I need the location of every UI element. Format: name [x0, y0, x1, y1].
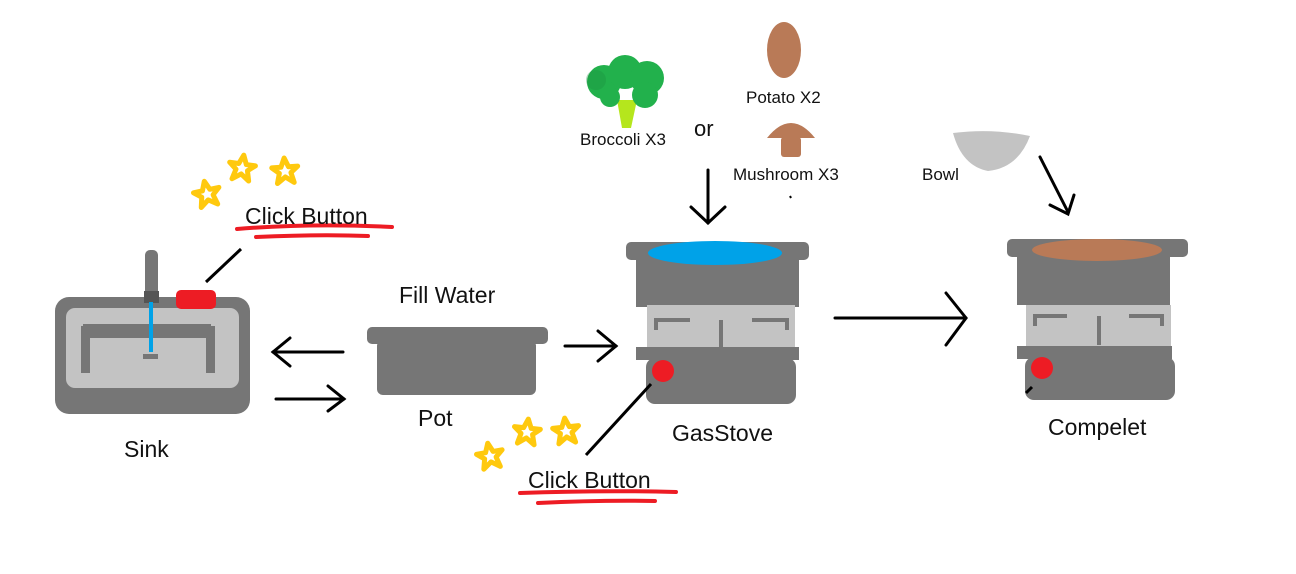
arrow-to-sink — [270, 336, 345, 368]
arrow-ingredients-to-stove — [689, 168, 727, 226]
complete-label: Compelet — [1048, 414, 1147, 440]
gas-stove-icon — [626, 241, 809, 404]
mushroom-icon — [767, 123, 815, 157]
potato-icon — [767, 22, 801, 78]
bowl-label: Bowl — [922, 165, 959, 184]
complete-pot-icon — [1007, 239, 1188, 400]
complete-red-button — [1031, 357, 1053, 379]
sink-label: Sink — [124, 436, 169, 462]
arrow-to-stove — [563, 329, 619, 363]
or-label: or — [694, 116, 714, 141]
star-icon — [475, 417, 580, 470]
sink-red-button[interactable] — [176, 290, 216, 309]
underline — [235, 223, 394, 231]
broccoli-icon — [586, 55, 664, 128]
pot-icon — [367, 327, 548, 395]
arrow-bowl-to-complete — [1038, 155, 1076, 217]
stove-red-button[interactable] — [652, 360, 674, 382]
click-button-sink-label: Click Button — [245, 203, 368, 229]
arrow-to-complete — [833, 291, 968, 347]
potato-label: Potato X2 — [746, 88, 821, 107]
arrow-to-pot — [274, 384, 347, 413]
mushroom-label: Mushroom X3 — [733, 165, 839, 184]
sink-icon[interactable] — [55, 250, 250, 414]
click-button-stove-label: Click Button — [528, 467, 651, 493]
gas-stove-label: GasStove — [672, 420, 773, 446]
star-icon — [192, 153, 299, 208]
fill-water-label: Fill Water — [399, 282, 496, 308]
pot-label: Pot — [418, 405, 453, 431]
broccoli-label: Broccoli X3 — [580, 130, 666, 149]
bowl-icon — [953, 131, 1030, 171]
